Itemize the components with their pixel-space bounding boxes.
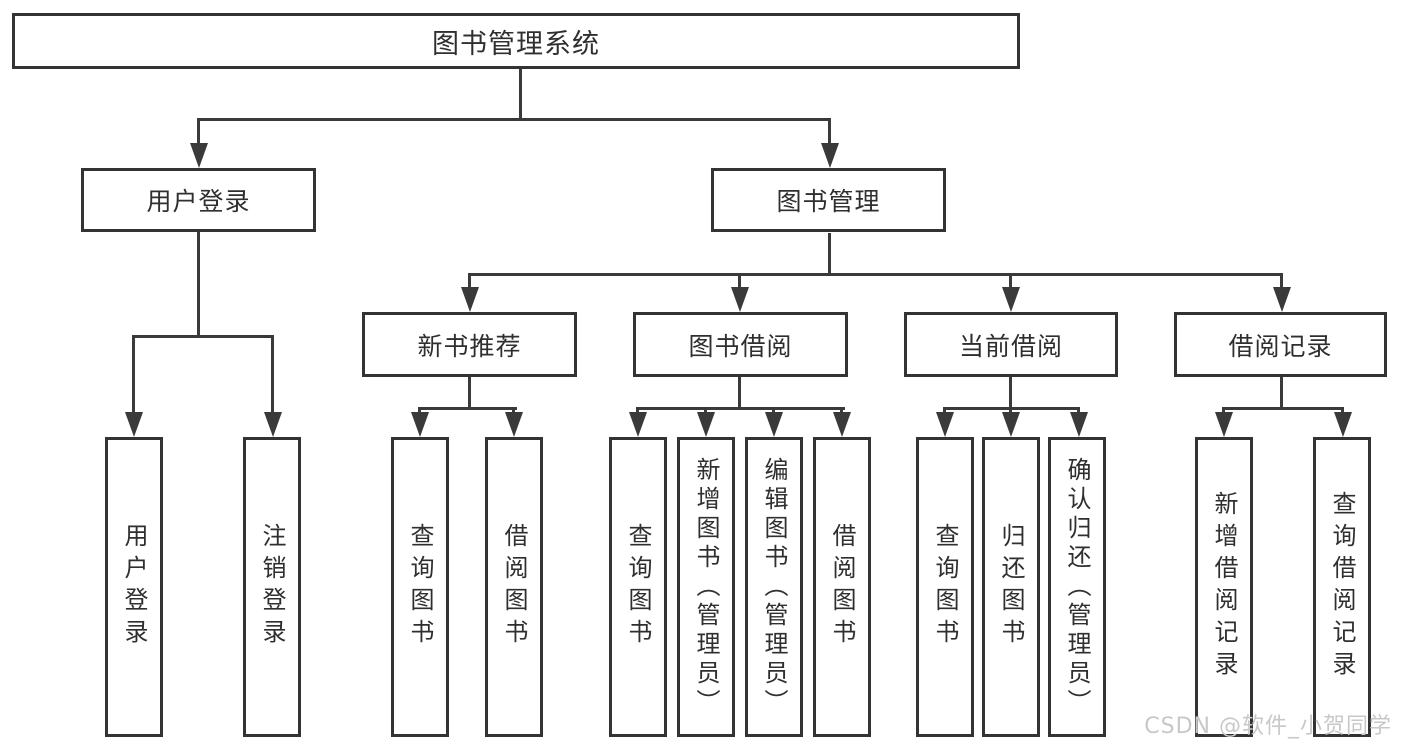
arrowhead-down-icon bbox=[1215, 412, 1233, 437]
connector bbox=[1009, 407, 1012, 416]
node-label: 查询图书 bbox=[406, 523, 434, 651]
connector bbox=[1222, 407, 1225, 416]
leaf-confirm-return-admin: 确认归还（管理员） bbox=[1048, 437, 1106, 737]
node-label: 新书推荐 bbox=[417, 331, 522, 361]
connector bbox=[636, 407, 845, 410]
node-label: 图书管理系统 bbox=[432, 28, 600, 60]
leaf-borrow-books-borrowing: 借阅图书 bbox=[813, 437, 871, 737]
connector bbox=[772, 407, 775, 416]
arrowhead-down-icon bbox=[190, 143, 208, 168]
node-book-borrowing: 图书借阅 bbox=[633, 312, 848, 377]
node-label: 归还图书 bbox=[997, 523, 1025, 651]
arrowhead-down-icon bbox=[461, 287, 479, 312]
connector bbox=[468, 276, 471, 288]
arrowhead-down-icon bbox=[731, 287, 749, 312]
connector bbox=[418, 407, 421, 416]
arrowhead-down-icon bbox=[1002, 412, 1020, 437]
arrowhead-down-icon bbox=[629, 412, 647, 437]
leaf-query-books-recommend: 查询图书 bbox=[391, 437, 449, 737]
leaf-query-books-current: 查询图书 bbox=[916, 437, 974, 737]
node-label: 新增图书（管理员） bbox=[692, 456, 720, 718]
node-label: 确认归还（管理员） bbox=[1063, 456, 1091, 718]
leaf-user-login: 用户登录 bbox=[105, 437, 163, 737]
node-label: 查询借阅记录 bbox=[1328, 491, 1356, 683]
arrowhead-down-icon bbox=[1334, 412, 1352, 437]
node-label: 借阅图书 bbox=[500, 523, 528, 651]
node-user-login: 用户登录 bbox=[81, 168, 316, 232]
connector bbox=[1009, 377, 1012, 407]
connector bbox=[636, 407, 639, 416]
connector bbox=[197, 118, 200, 144]
node-label: 借阅图书 bbox=[828, 523, 856, 651]
connector bbox=[271, 335, 274, 413]
connector bbox=[828, 118, 831, 144]
connector bbox=[468, 273, 1283, 276]
connector bbox=[738, 377, 741, 407]
node-label: 查询图书 bbox=[624, 523, 652, 651]
connector bbox=[1280, 377, 1283, 407]
node-label: 新增借阅记录 bbox=[1210, 491, 1238, 683]
connector bbox=[512, 407, 515, 416]
connector bbox=[132, 335, 274, 338]
connector bbox=[840, 407, 843, 416]
arrowhead-down-icon bbox=[505, 412, 523, 437]
node-label: 注销登录 bbox=[258, 523, 286, 651]
arrowhead-down-icon bbox=[1070, 412, 1088, 437]
leaf-query-books-borrowing: 查询图书 bbox=[609, 437, 667, 737]
arrowhead-down-icon bbox=[821, 143, 839, 168]
node-label: 借阅记录 bbox=[1228, 331, 1333, 361]
node-label: 当前借阅 bbox=[958, 331, 1063, 361]
connector bbox=[418, 407, 517, 410]
node-label: 查询图书 bbox=[931, 523, 959, 651]
connector bbox=[132, 335, 135, 413]
node-current-borrowing: 当前借阅 bbox=[904, 312, 1118, 377]
node-label: 图书借阅 bbox=[688, 331, 793, 361]
connector bbox=[1341, 407, 1344, 416]
leaf-logout: 注销登录 bbox=[243, 437, 301, 737]
arrowhead-down-icon bbox=[411, 412, 429, 437]
connector bbox=[1280, 276, 1283, 288]
arrowhead-down-icon bbox=[125, 412, 143, 437]
connector bbox=[704, 407, 707, 416]
connector bbox=[738, 276, 741, 288]
connector bbox=[468, 377, 471, 407]
node-library-management-system: 图书管理系统 bbox=[12, 13, 1020, 69]
connector bbox=[197, 232, 200, 335]
leaf-edit-books-admin: 编辑图书（管理员） bbox=[745, 437, 803, 737]
node-label: 编辑图书（管理员） bbox=[760, 456, 788, 718]
leaf-query-borrow-record: 查询借阅记录 bbox=[1313, 437, 1371, 737]
node-borrowing-records: 借阅记录 bbox=[1174, 312, 1387, 377]
connector bbox=[1009, 276, 1012, 288]
leaf-add-borrow-record: 新增借阅记录 bbox=[1195, 437, 1253, 737]
node-label: 用户登录 bbox=[146, 187, 251, 216]
leaf-add-books-admin: 新增图书（管理员） bbox=[677, 437, 735, 737]
node-label: 图书管理 bbox=[776, 187, 881, 216]
node-book-management: 图书管理 bbox=[711, 168, 946, 232]
arrowhead-down-icon bbox=[264, 412, 282, 437]
connector bbox=[197, 118, 831, 121]
connector bbox=[1077, 407, 1080, 416]
watermark: CSDN @软件_小贺同学 bbox=[1144, 714, 1392, 739]
node-new-book-recommend: 新书推荐 bbox=[362, 312, 577, 377]
leaf-borrow-books-recommend: 借阅图书 bbox=[485, 437, 543, 737]
arrowhead-down-icon bbox=[697, 412, 715, 437]
leaf-return-books: 归还图书 bbox=[982, 437, 1040, 737]
connector bbox=[828, 233, 831, 273]
connector bbox=[943, 407, 946, 416]
arrowhead-down-icon bbox=[765, 412, 783, 437]
connector bbox=[519, 67, 522, 118]
node-label: 用户登录 bbox=[120, 523, 148, 651]
connector bbox=[1222, 407, 1344, 410]
arrowhead-down-icon bbox=[936, 412, 954, 437]
arrowhead-down-icon bbox=[833, 412, 851, 437]
arrowhead-down-icon bbox=[1002, 287, 1020, 312]
arrowhead-down-icon bbox=[1273, 287, 1291, 312]
